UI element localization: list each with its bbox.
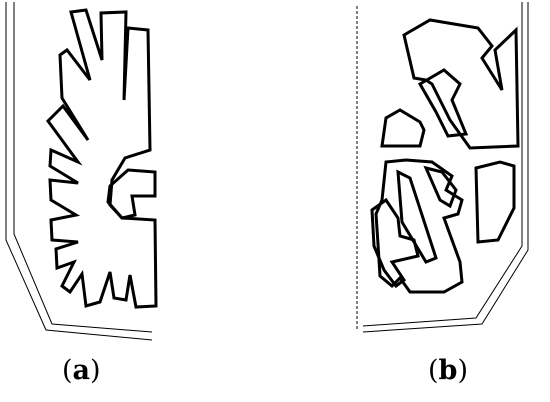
panel-b-wedge-part bbox=[380, 108, 426, 148]
panel-a-caption: (a) bbox=[62, 357, 101, 384]
panel-a-comb-part bbox=[46, 8, 158, 309]
panel-b-notch-part bbox=[423, 165, 458, 209]
panel-a-bracket-part bbox=[106, 168, 157, 220]
panel-b-z-shaped-part bbox=[374, 158, 464, 294]
panel-a-caption-letter: a bbox=[72, 355, 91, 386]
panel-a bbox=[5, 2, 158, 341]
panel-b-caption-close-paren: ) bbox=[457, 355, 468, 386]
panel-a-caption-close-paren: ) bbox=[90, 355, 101, 386]
panel-a-sheet-boundary bbox=[5, 2, 153, 341]
panel-b-hook-lower-part bbox=[370, 197, 420, 289]
panel-b-caption-letter: b bbox=[438, 355, 458, 386]
panel-a-caption-open-paren: ( bbox=[62, 355, 73, 386]
panel-b bbox=[356, 2, 529, 333]
panel-b-s-shaped-part bbox=[402, 18, 520, 150]
panel-b-bar-part bbox=[474, 160, 516, 244]
panel-b-caption-open-paren: ( bbox=[428, 355, 439, 386]
panel-b-caption: (b) bbox=[428, 357, 468, 384]
panel-b-hook-part bbox=[417, 68, 469, 138]
panel-b-sheet-boundary bbox=[356, 2, 529, 333]
panel-b-inner-slot-part bbox=[396, 169, 438, 264]
